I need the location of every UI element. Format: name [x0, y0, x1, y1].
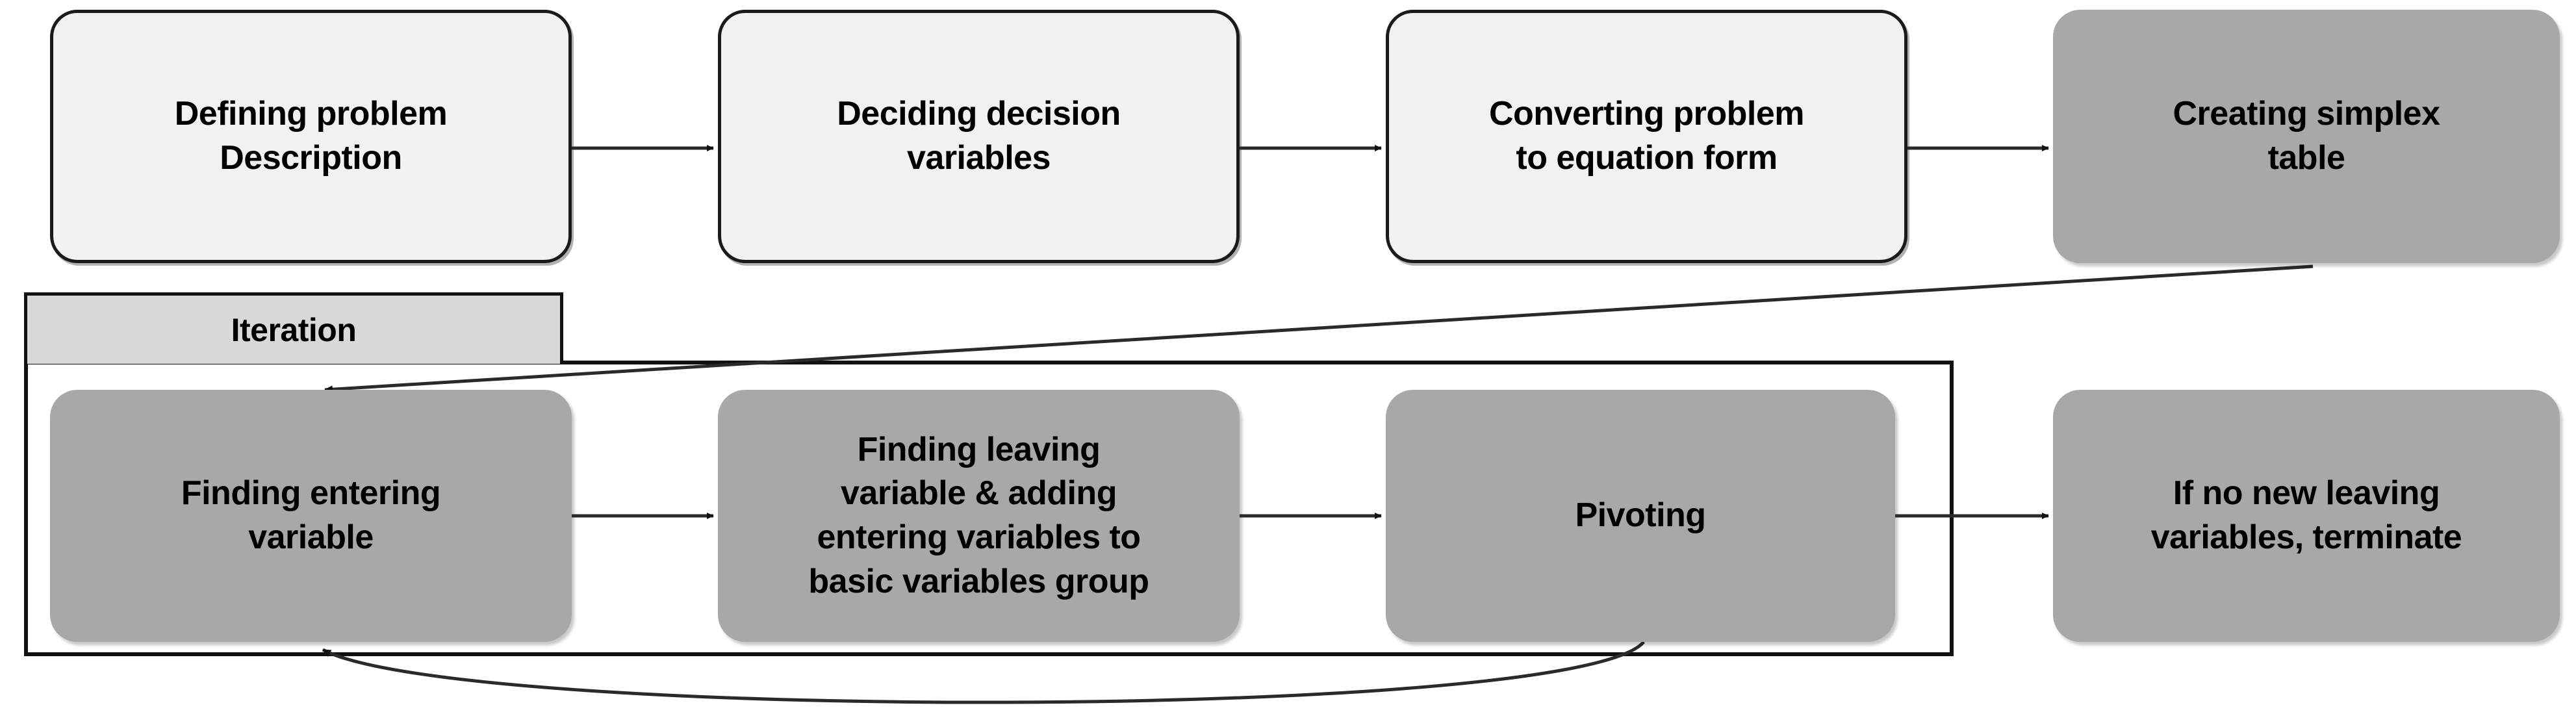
node-if-no-new-leaving-variables-terminate[interactable]: If no new leaving variables, terminate	[2053, 390, 2560, 642]
node-converting-problem-to-equation-form[interactable]: Converting problem to equation form	[1386, 10, 1907, 263]
node-pivoting[interactable]: Pivoting	[1386, 390, 1895, 642]
iteration-group-tab: Iteration	[24, 292, 563, 364]
node-finding-leaving-variable[interactable]: Finding leaving variable & adding enteri…	[718, 390, 1240, 642]
node-creating-simplex-table[interactable]: Creating simplex table	[2053, 10, 2560, 263]
node-finding-entering-variable[interactable]: Finding entering variable	[50, 390, 572, 642]
iteration-group-label: Iteration	[231, 311, 357, 348]
node-deciding-decision-variables[interactable]: Deciding decision variables	[718, 10, 1240, 263]
node-defining-problem-description[interactable]: Defining problem Description	[50, 10, 572, 263]
